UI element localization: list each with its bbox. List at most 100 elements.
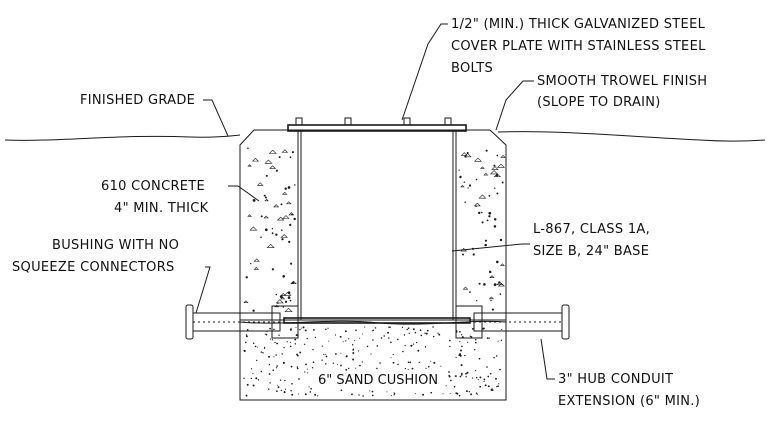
sand-grain [352, 358, 355, 361]
sand-grain [297, 354, 299, 357]
concrete-aggregate [251, 157, 260, 162]
conduit-right [473, 312, 563, 332]
concrete-aggregate [287, 291, 291, 295]
sand-grain [278, 334, 280, 336]
sand-grain [244, 341, 247, 344]
sand-grain [298, 393, 300, 395]
sand-grain [371, 394, 374, 397]
sand-grain [252, 342, 255, 344]
concrete-aggregate [260, 215, 263, 218]
sand-grain [473, 348, 476, 351]
sand-grain [396, 338, 399, 341]
concrete-aggregate [279, 295, 283, 298]
sand-grain [411, 367, 414, 370]
sand-grain [305, 363, 307, 366]
concrete-aggregate [496, 192, 499, 195]
bushing-line-2: SQUEEZE CONNECTORS [12, 260, 175, 275]
sand-grain [348, 367, 350, 370]
sand-grain [474, 339, 477, 341]
concrete-aggregate [489, 270, 491, 272]
concrete-aggregate [489, 275, 495, 278]
concrete-aggregate [264, 228, 268, 232]
sand-grain [369, 390, 371, 392]
sand-grain [345, 368, 348, 371]
sand-grain [475, 392, 478, 394]
concrete-aggregate [282, 306, 285, 308]
sand-grain [372, 329, 375, 332]
sand-grain [430, 360, 432, 362]
sand-grain [257, 379, 260, 381]
sand-grain [355, 329, 357, 332]
sand-grain [276, 342, 278, 345]
sand-grain [246, 383, 249, 386]
sand-grain [501, 329, 503, 331]
concrete-line-2: 4" MIN. THICK [114, 201, 209, 216]
sand-grain [388, 326, 390, 328]
sand-grain [340, 352, 342, 354]
concrete-aggregate [475, 205, 477, 207]
sand-grain [364, 326, 366, 328]
concrete-aggregate [478, 282, 481, 285]
sand-grain [295, 334, 298, 337]
concrete-aggregate [276, 216, 285, 221]
sand-grain [286, 341, 288, 343]
sand-grain [459, 354, 462, 357]
sand-grain [483, 378, 486, 381]
concrete-line-1: 610 CONCRETE [101, 179, 205, 194]
sand-grain [459, 353, 462, 356]
sand-grain [426, 329, 429, 332]
sand-grain [466, 371, 469, 374]
bushing-left [271, 305, 299, 339]
sand-grain [325, 355, 328, 358]
concrete-aggregate [271, 228, 274, 230]
concrete-aggregate [284, 307, 293, 312]
concrete-aggregate [247, 164, 252, 167]
concrete-aggregate [496, 281, 504, 285]
cover-plate [287, 124, 467, 132]
sand-grain [489, 372, 492, 375]
sand-grain [376, 345, 379, 347]
sand-grain [406, 328, 408, 331]
finished-grade-label: FINISHED GRADE [80, 93, 195, 108]
sand-grain [498, 383, 500, 385]
concrete-aggregate [478, 194, 487, 199]
sand-grain [334, 334, 337, 336]
leader-bushing [195, 266, 211, 314]
trowel-label: SMOOTH TROWEL FINISH (SLOPE TO DRAIN) [537, 74, 712, 110]
sand-grain [250, 368, 253, 370]
sand-grain [490, 388, 493, 391]
sand-grain [488, 337, 490, 339]
sand-grain [448, 375, 451, 378]
sand-grain [412, 328, 415, 331]
finished-grade-line-1: FINISHED GRADE [80, 93, 195, 108]
sand-grain [296, 367, 299, 370]
concrete-aggregate [459, 175, 462, 179]
sand-grain [290, 365, 293, 368]
sand-grain [442, 393, 444, 395]
concrete-aggregate [463, 181, 466, 183]
concrete-aggregate [499, 238, 503, 242]
concrete-aggregate [488, 195, 491, 197]
sand-grain [465, 390, 468, 393]
sand-grain [449, 380, 452, 382]
concrete-aggregate [268, 149, 277, 154]
sand-grain [340, 389, 343, 392]
sand-grain [407, 327, 410, 329]
sand-grain [362, 333, 364, 335]
sand-grain [401, 326, 404, 329]
sand-grain [430, 391, 433, 394]
concrete-label: 610 CONCRETE 4" MIN. THICK [101, 179, 210, 216]
sand-grain [500, 339, 503, 342]
sand-grain [419, 329, 422, 332]
sand-grain [465, 376, 467, 378]
sand-grain [327, 327, 329, 329]
sand-grain [352, 349, 355, 351]
concrete-aggregate [496, 163, 506, 168]
sand-grain [276, 390, 278, 393]
sand-grain [418, 361, 420, 364]
sand-grain [417, 349, 420, 352]
sand-grain [289, 345, 292, 348]
l867-base-can [297, 129, 457, 321]
sand-grain [255, 377, 258, 380]
sand-grain [290, 389, 292, 392]
